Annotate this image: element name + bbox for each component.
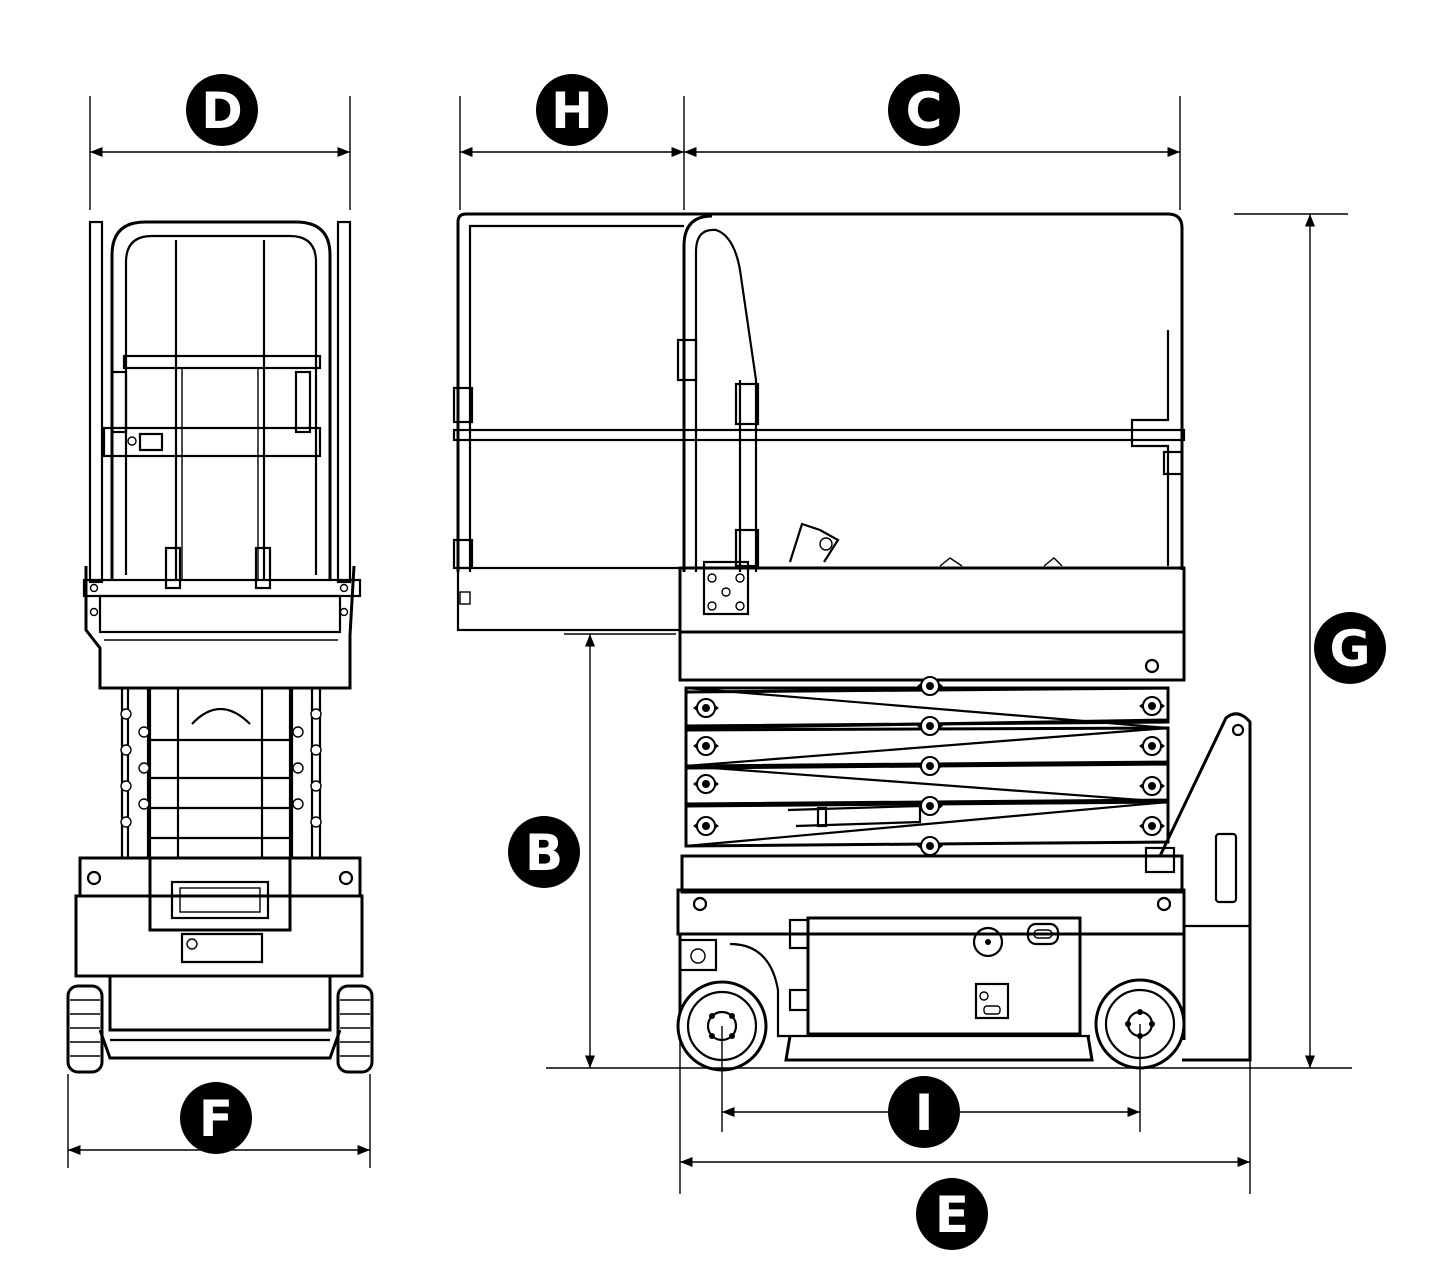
front-view: [66, 220, 374, 1074]
dimension-e: E: [679, 1040, 1251, 1250]
dimension-d: D: [89, 74, 351, 210]
side-chassis: [676, 846, 1186, 1062]
front-wheel-left: [66, 984, 104, 1074]
dimension-d-label: D: [201, 82, 243, 140]
dimension-i-label: I: [915, 1084, 934, 1142]
dimension-c: C: [684, 74, 1181, 210]
dimension-b-label: B: [525, 824, 563, 882]
dimension-e-badge: [916, 1178, 988, 1250]
dimension-h: H: [459, 74, 685, 210]
dimension-c-label: C: [906, 82, 943, 140]
dimension-g: G: [1234, 213, 1386, 1068]
side-view: [452, 212, 1352, 1072]
front-scissor-stack: [120, 686, 322, 860]
dimension-h-badge: [536, 74, 608, 146]
dimension-d-badge: [186, 74, 258, 146]
dimension-b: B: [508, 633, 676, 1068]
dimension-i: I: [721, 1024, 1141, 1148]
dimension-f-label: F: [199, 1090, 233, 1148]
side-main-rail: [676, 214, 1184, 572]
dimension-f: F: [67, 1074, 371, 1168]
side-tow-bar: [1158, 712, 1252, 1062]
side-platform-deck: [678, 560, 1186, 682]
side-scissor-arms: [684, 676, 1170, 856]
front-platform-deck: [84, 565, 356, 690]
dimension-h-label: H: [551, 82, 593, 140]
side-extension-rail: [452, 212, 1186, 632]
dimension-i-badge: [888, 1076, 960, 1148]
dimension-e-label: E: [935, 1186, 969, 1244]
dimension-g-label: G: [1329, 620, 1370, 678]
front-guard-rail: [82, 220, 362, 598]
dimension-f-badge: [180, 1082, 252, 1154]
dimension-b-badge: [508, 816, 580, 888]
front-chassis: [74, 856, 364, 1060]
dimension-c-badge: [888, 74, 960, 146]
dimension-g-badge: [1314, 612, 1386, 684]
front-wheel-right: [336, 984, 374, 1074]
